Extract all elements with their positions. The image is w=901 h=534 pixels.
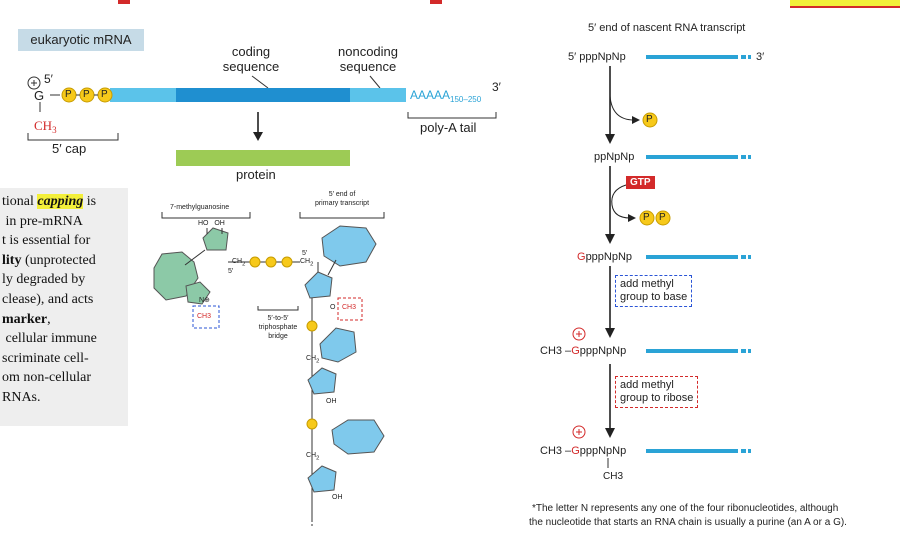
five-prime-cap-label: 5′ cap: [52, 141, 87, 156]
cap-phosphate-p-1: P: [65, 89, 72, 100]
triphosphate-bridge-label: 5′-to-5′ triphosphate bridge: [258, 315, 298, 340]
blue-ribose-shape: [307, 465, 337, 493]
protein-bar: [176, 150, 350, 166]
five-prime-cap-top-label: 5′: [44, 72, 53, 86]
methyl-ribose-box: [337, 297, 363, 321]
oh-label-2: OH: [332, 494, 343, 501]
rna-strand-line: [646, 449, 738, 453]
cropped-title-fragment-right: [790, 0, 900, 8]
five-prime-structure-label: 5′: [228, 268, 234, 275]
five-prime-structure-label-2: 5′: [302, 250, 308, 257]
explanation-text-box: tional capping is in pre-mRNA t is essen…: [0, 188, 128, 426]
row2-sequence: ppNpNp: [594, 151, 635, 163]
ch2-label-4: CH2: [306, 452, 320, 462]
noncoding-pointer-line: [369, 75, 381, 89]
polya-tail-label: poly-A tail: [420, 120, 477, 135]
footnote-line1: *The letter N represents any one of the …: [532, 503, 839, 514]
ch2-label-3: CH2: [306, 355, 320, 365]
eukaryotic-mrna-badge: eukaryotic mRNA: [18, 29, 144, 51]
oh-label: OH: [326, 398, 337, 405]
five-utr-segment: [110, 88, 176, 102]
polya-sequence: AAAAA150–250: [410, 88, 482, 104]
phosphate-release-icon: [655, 210, 671, 226]
phosphate-icon: [281, 256, 293, 268]
cropped-title-fragment-mid: [430, 0, 442, 4]
ribose-oxygen-label: O: [330, 304, 336, 311]
plus-charge-icon: [27, 76, 41, 90]
row3-sequence: GpppNpNp: [577, 251, 633, 263]
coding-sequence-label: coding sequence: [222, 44, 280, 74]
gtp-badge: GTP: [626, 176, 655, 189]
blue-ribose-shape: [304, 271, 333, 299]
base-methyl-label: CH3: [197, 313, 212, 320]
rna-strand-line: [646, 255, 738, 259]
phosphate-icon: [249, 256, 261, 268]
guanosine-letter: G: [34, 88, 45, 103]
blue-ribose-shape: [307, 367, 337, 395]
methylguanosine-label: 7-methylguanosine: [170, 204, 230, 211]
plus-charge-icon: [572, 425, 586, 439]
coding-segment: [176, 88, 350, 102]
released-phosphate-p: P: [646, 114, 653, 125]
noncoding-sequence-label: noncoding sequence: [338, 44, 398, 74]
rna-strand-line: [646, 55, 738, 59]
cap-methyl-label: CH3: [34, 118, 57, 135]
ribose-methyl-label: CH3: [342, 304, 357, 311]
ch2-label: CH2: [232, 258, 246, 268]
row5-ch3: CH3: [603, 471, 624, 482]
phosphate-icon: [306, 418, 318, 430]
row5-sequence: CH3 –GpppNpNp: [540, 445, 627, 457]
blue-base-shape: [331, 419, 385, 455]
footnote-line2: the nucleotide that starts an RNA chain …: [529, 517, 847, 528]
three-prime-label: 3′: [492, 80, 501, 94]
plus-charge-icon: [572, 327, 586, 341]
cap-phosphate-p-3: P: [101, 89, 108, 100]
cap-phosphate-p-2: P: [83, 89, 90, 100]
add-methyl-base-box: add methyl group to base: [615, 275, 693, 307]
ch2-label-2: CH2: [300, 258, 314, 268]
ho-oh-label: HO OH: [198, 220, 225, 227]
protein-label: protein: [236, 167, 276, 182]
phosphate-icon: [265, 256, 277, 268]
three-utr-segment: [350, 88, 406, 102]
primary-transcript-label: 5′ end of primary transcript: [314, 191, 370, 207]
nitrogen-plus-label: N⊕: [199, 297, 210, 304]
nascent-rna-header: 5′ end of nascent RNA transcript: [588, 22, 746, 34]
blue-base-shape: [319, 327, 357, 363]
phosphate-icon: [306, 320, 318, 332]
row4-sequence: CH3 –GpppNpNp: [540, 345, 627, 357]
blue-base-shape: [321, 225, 377, 267]
cropped-title-fragment-left: [118, 0, 130, 4]
released-pp-1: P: [643, 212, 650, 223]
phosphate-release-icon: [642, 112, 658, 128]
released-pp-2: P: [659, 212, 666, 223]
phosphate-release-icon: [639, 210, 655, 226]
row1-three-prime: 3′: [756, 51, 765, 63]
rna-strand-line: [646, 155, 738, 159]
add-methyl-ribose-box: add methyl group to ribose: [615, 376, 699, 408]
row1-sequence: 5′ pppNpNp: [568, 51, 626, 63]
methyl-base-box: [192, 305, 220, 329]
rna-strand-line: [646, 349, 738, 353]
coding-pointer-line: [251, 75, 269, 89]
